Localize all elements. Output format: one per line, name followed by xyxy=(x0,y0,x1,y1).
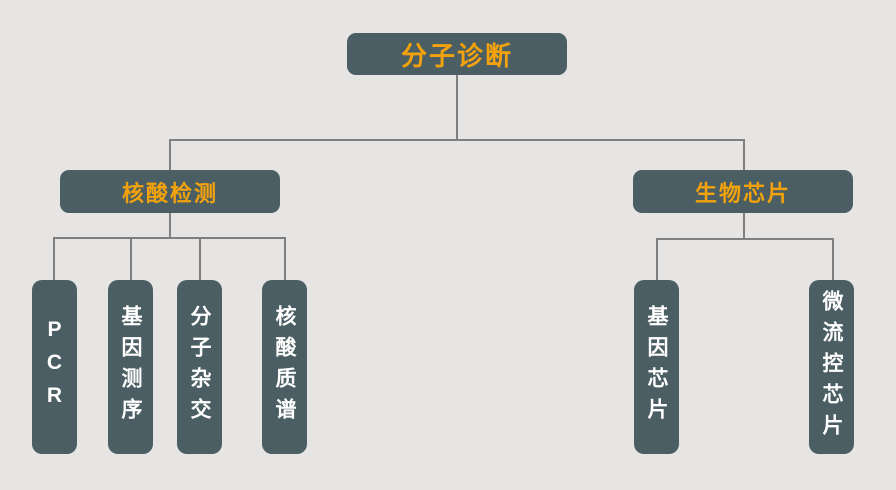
leaf-node-label: 核酸质谱 xyxy=(273,305,296,429)
connector-leaf-microfluidic-drop xyxy=(832,238,834,280)
connector-branch-right-drop xyxy=(743,139,745,170)
leaf-node-molecular-hybridization: 分子杂交 xyxy=(177,280,222,454)
connector-leaf-massspec-drop xyxy=(284,237,286,280)
leaf-node-label: PCR xyxy=(43,317,66,417)
leaf-node-gene-chip: 基因芯片 xyxy=(634,280,679,454)
leaf-node-pcr: PCR xyxy=(32,280,77,454)
leaf-node-microfluidic-chip: 微流控芯片 xyxy=(809,280,854,454)
branch-node-biochip: 生物芯片 xyxy=(633,170,853,213)
connector-right-subtree-horizontal xyxy=(656,238,834,240)
connector-right-subtree-stem xyxy=(743,213,745,240)
root-node-label: 分子诊断 xyxy=(400,40,513,71)
root-node-molecular-diagnosis: 分子诊断 xyxy=(347,33,567,75)
branch-node-label: 核酸检测 xyxy=(121,180,218,206)
connector-leaf-pcr-drop xyxy=(53,237,55,280)
leaf-node-label: 基因芯片 xyxy=(645,305,668,429)
connector-left-subtree-horizontal xyxy=(53,237,285,239)
connector-leaf-sequencing-drop xyxy=(130,237,132,280)
leaf-node-gene-sequencing: 基因测序 xyxy=(108,280,153,454)
leaf-node-label: 基因测序 xyxy=(119,305,142,429)
branch-node-label: 生物芯片 xyxy=(694,180,791,206)
leaf-node-label: 微流控芯片 xyxy=(820,289,843,445)
connector-root-drop xyxy=(456,75,458,139)
leaf-node-nucleic-acid-mass-spec: 核酸质谱 xyxy=(262,280,307,454)
leaf-node-label: 分子杂交 xyxy=(188,305,211,429)
connector-left-subtree-stem xyxy=(169,213,171,239)
connector-leaf-hybridization-drop xyxy=(199,237,201,280)
connector-main-horizontal xyxy=(169,139,745,141)
connector-branch-left-drop xyxy=(169,139,171,170)
connector-leaf-genechip-drop xyxy=(656,238,658,280)
branch-node-nucleic-acid-testing: 核酸检测 xyxy=(60,170,280,213)
